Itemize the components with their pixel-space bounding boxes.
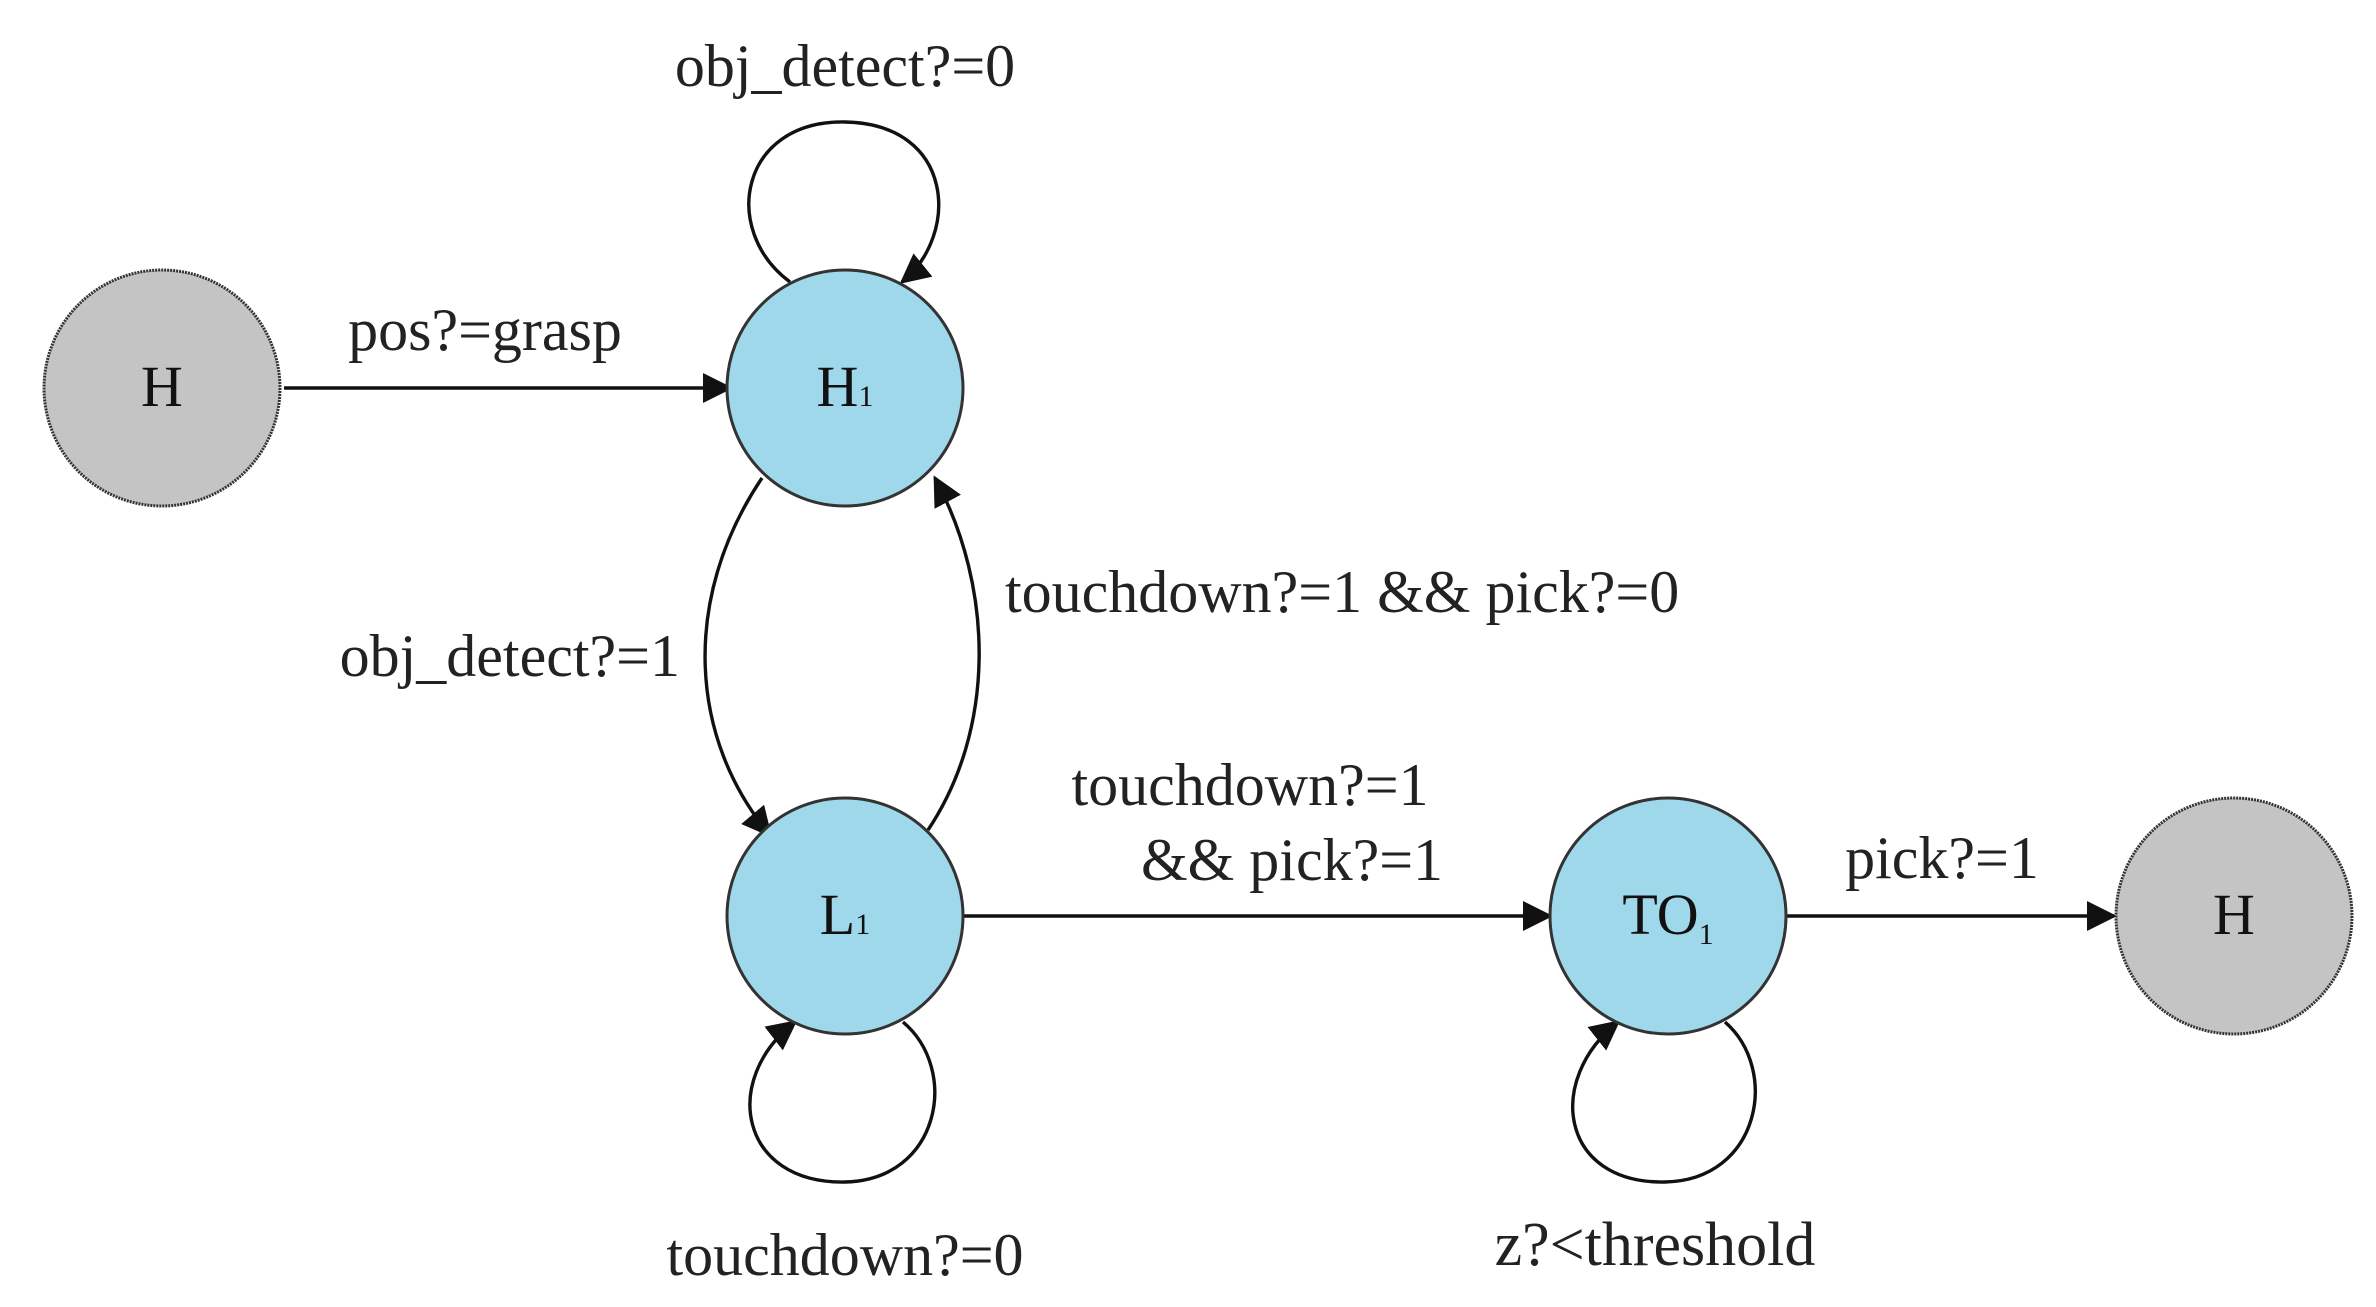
label-l1-to-h1: touchdown?=1 && pick?=0 bbox=[1005, 559, 1679, 625]
svg-text:H1: H1 bbox=[817, 354, 874, 419]
label-to1-to-h: pick?=1 bbox=[1845, 825, 2039, 891]
node-to1-label: TO bbox=[1622, 882, 1698, 947]
edge-h1-self-loop bbox=[747, 120, 941, 284]
node-l1-subscript: 1 bbox=[855, 908, 870, 941]
edge-l1-self-loop bbox=[748, 1020, 937, 1184]
svg-text:TO1: TO1 bbox=[1622, 882, 1713, 951]
label-l1-to-to1-line1: touchdown?=1 bbox=[1071, 752, 1428, 818]
node-h1-subscript: 1 bbox=[858, 380, 873, 413]
label-h1-to-l1: obj_detect?=1 bbox=[340, 623, 680, 689]
node-to1-subscript: 1 bbox=[1699, 918, 1714, 951]
svg-text:H: H bbox=[141, 354, 183, 419]
node-end-home-label: H bbox=[2213, 882, 2255, 947]
svg-text:H: H bbox=[2213, 882, 2255, 947]
label-l1-self-loop: touchdown?=0 bbox=[666, 1222, 1023, 1288]
label-to1-self-loop: z?<threshold bbox=[1495, 1211, 1816, 1279]
edge-to1-self-loop bbox=[1571, 1020, 1757, 1184]
node-start-home-label: H bbox=[141, 354, 183, 419]
node-l1: L1 bbox=[725, 796, 965, 1036]
edge-l1-to-h1 bbox=[926, 475, 981, 831]
node-h1: H1 bbox=[725, 268, 965, 508]
edge-h1-to-l1 bbox=[703, 477, 772, 838]
node-l1-label: L bbox=[820, 882, 855, 947]
node-start-home: H bbox=[42, 268, 282, 508]
node-h1-label: H bbox=[817, 354, 859, 419]
label-h1-self-loop: obj_detect?=0 bbox=[675, 33, 1015, 99]
svg-text:L1: L1 bbox=[820, 882, 870, 947]
node-end-home: H bbox=[2114, 796, 2354, 1036]
node-to1: TO1 bbox=[1548, 796, 1788, 1036]
label-l1-to-to1-line2: && pick?=1 bbox=[1141, 827, 1443, 893]
label-h-to-h1: pos?=grasp bbox=[348, 297, 622, 363]
